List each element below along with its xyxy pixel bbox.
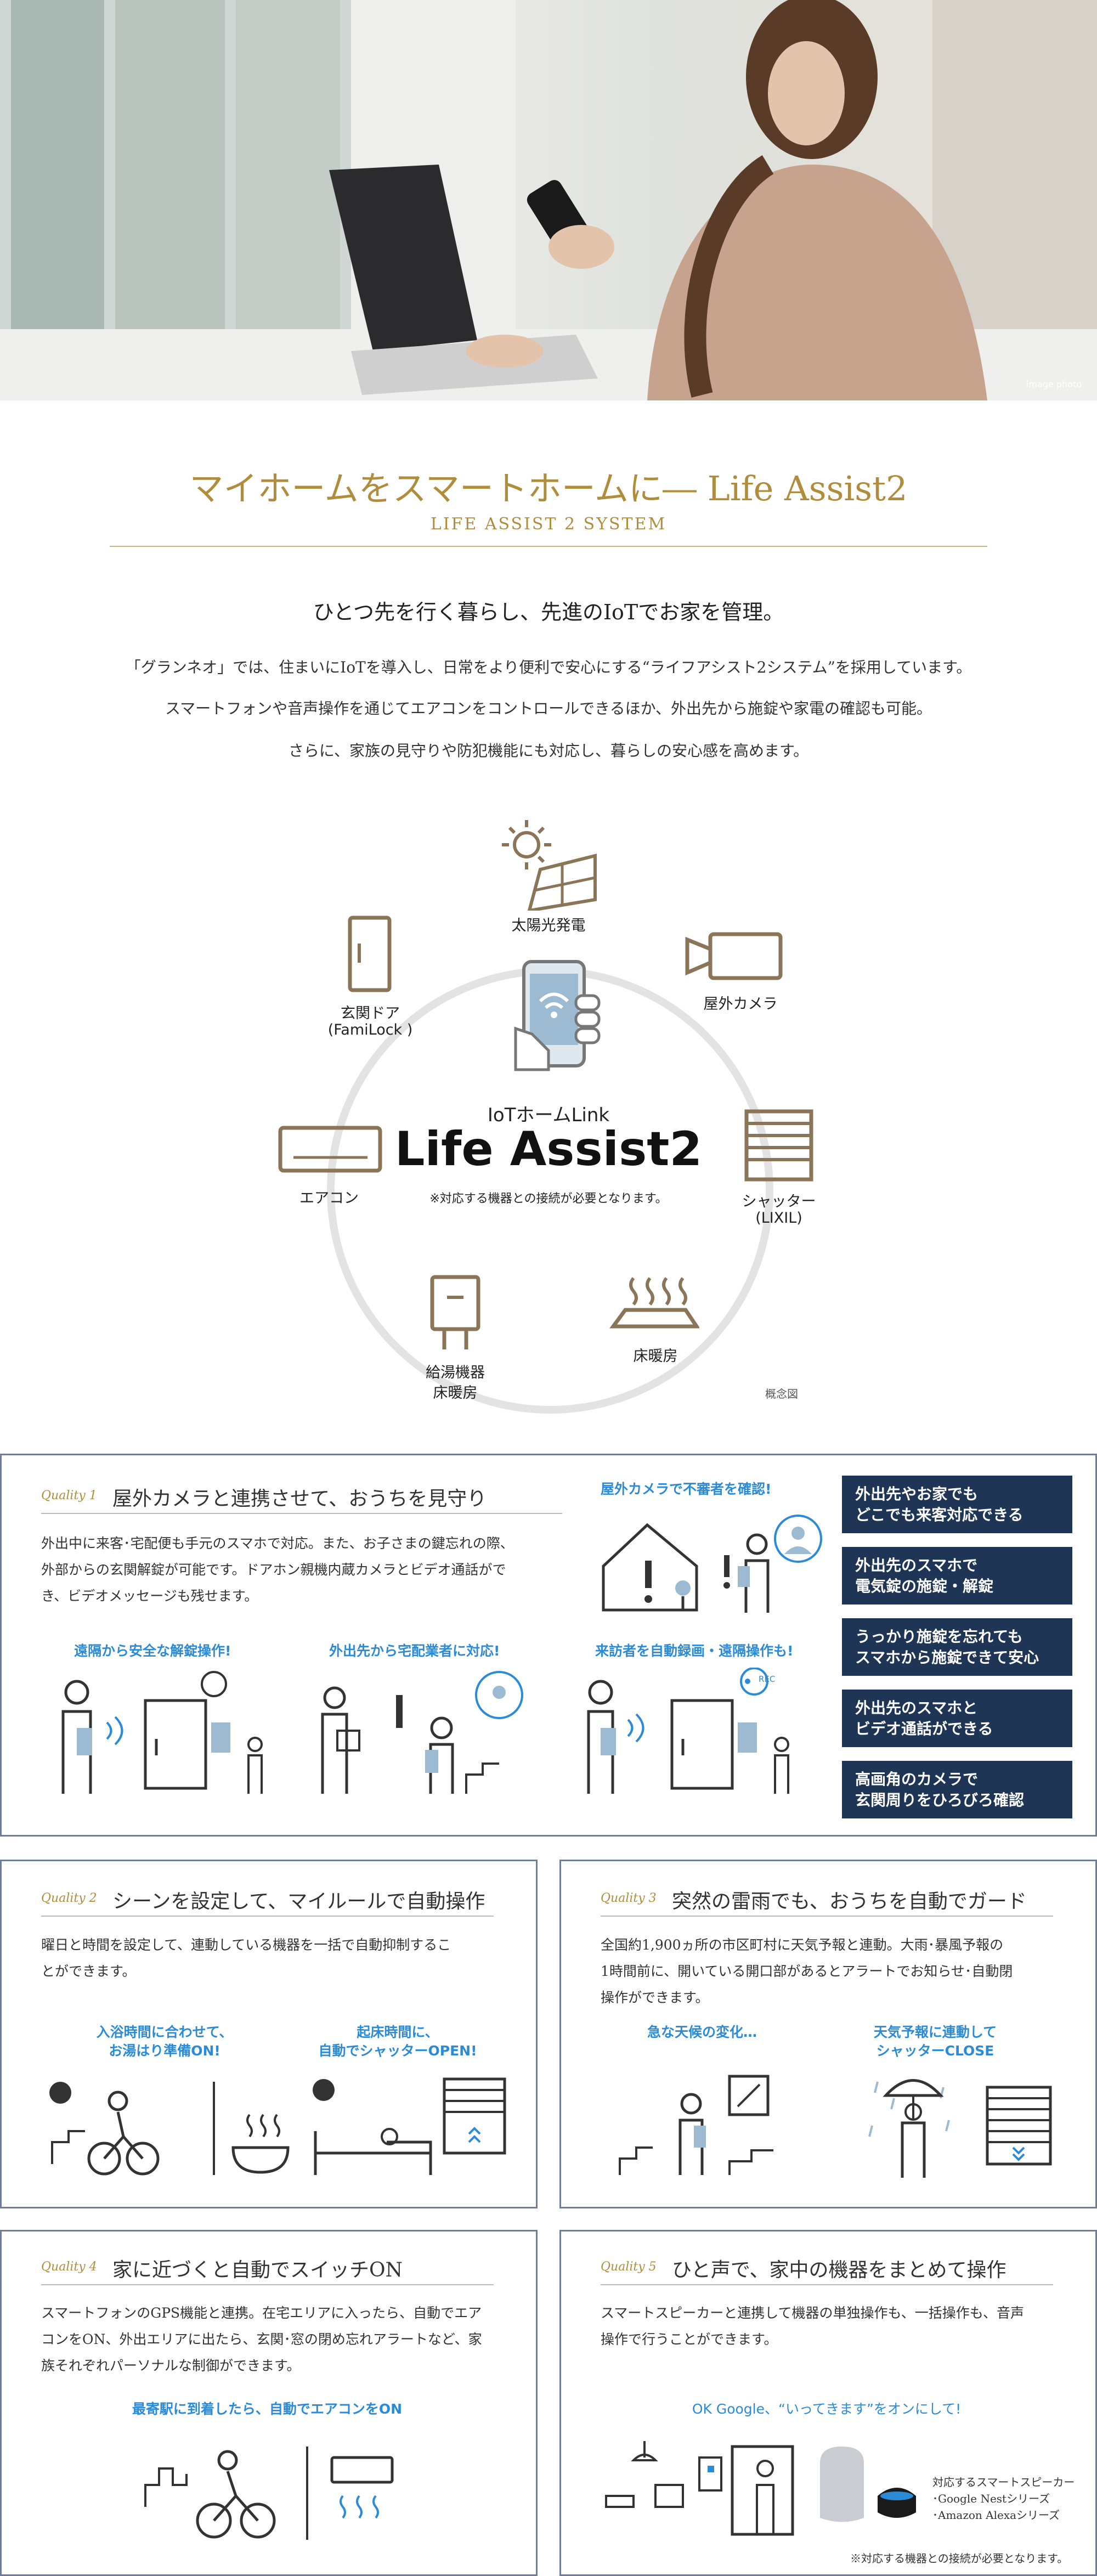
quality-1-body: 外出中に来客･宅配便も手元のスマホで対応。また、お子さまの鍵忘れの際、 <box>41 1535 514 1551</box>
diagram-center-title: Life Assist2 <box>394 1122 703 1177</box>
scene-caption: 遠隔から安全な解錠操作! <box>74 1643 231 1659</box>
quality-5-label: Quality 5 <box>601 2260 657 2274</box>
scene-caption: 天気予報に連動してシャッターCLOSE <box>873 2024 997 2059</box>
quality-5-body: スマートスピーカーと連携して機器の単独操作も、一括操作も、音声 <box>601 2305 1025 2321</box>
divider <box>41 1513 562 1514</box>
quality-3-body: 1時間前に、開いている開口部があるとアラートでお知らせ･自動閉 <box>601 1963 1013 1979</box>
intro-line: スマートフォンや音声操作を通じてエアコンをコントロールできるほか、外出先から施錠… <box>165 699 932 718</box>
quality-4-panel <box>0 2230 538 2576</box>
hero-caption: image photo <box>1026 379 1082 389</box>
floor-heating-label: 床暖房 <box>633 1348 678 1365</box>
gps-aircon-illustration <box>144 2447 394 2540</box>
feature-item: 外出先のスマホとビデオ通話ができる <box>842 1690 1072 1747</box>
iot-diagram: 太陽光発電 屋外カメラ 玄関ドア (FamiLock ) IoTホームLink … <box>0 795 1097 1426</box>
feature-item: うっかり施錠を忘れてもスマホから施錠できて安心 <box>842 1618 1072 1676</box>
camera-label: 屋外カメラ <box>703 996 778 1013</box>
diagram-center-label: IoTホームLink <box>487 1104 610 1126</box>
shutter-icon <box>744 1109 813 1182</box>
weather-illustration <box>619 2075 1052 2178</box>
quality-4-body: スマートフォンのGPS機能と連携。在宅エリアに入ったら、自動でエア <box>41 2305 482 2321</box>
camera-intruder-illustration <box>602 1515 822 1613</box>
door-label: 玄関ドア <box>341 1005 400 1022</box>
quality-3-body: 操作ができます。 <box>601 1990 709 2006</box>
quality-2-body: 曜日と時間を設定して、連動している機器を一括で自動抑制するこ <box>41 1937 451 1953</box>
intro-lead: ひとつ先を行く暮らし、先進のIoTでお家を管理。 <box>313 600 784 624</box>
quality-2-panel <box>0 1860 538 2208</box>
quality-2-body: とができます。 <box>41 1963 136 1979</box>
diagram-center-note: ※対応する機器との接続が必要となります。 <box>429 1192 668 1206</box>
quality-5-body: 操作で行うことができます。 <box>601 2331 778 2347</box>
quality-4-title: 家に近づくと自動でスイッチON <box>112 2259 403 2281</box>
intro-line: さらに、家族の見守りや防犯機能にも対応し、暮らしの安心感を高めます。 <box>288 742 809 760</box>
feature-item: 外出先のスマホで電気錠の施錠・解錠 <box>842 1547 1072 1605</box>
feature-item: 外出先やお家でもどこでも来客対応できる <box>842 1476 1072 1533</box>
scene-caption: 入浴時間に合わせて、お湯はり準備ON! <box>96 2024 233 2059</box>
feature-list: 外出先やお家でもどこでも来客対応できる 外出先のスマホで電気錠の施錠・解錠 うっ… <box>842 1476 1072 1821</box>
camera-caption: 屋外カメラで不審者を確認! <box>601 1481 772 1497</box>
quality-1-body: 外部からの玄関解錠が可能です。ドアホン親機内蔵カメラとビデオ通話がで <box>41 1562 506 1578</box>
shutter-label: シャッター <box>742 1193 816 1210</box>
quality-5-note: ※対応する機器との接続が必要となります。 <box>850 2552 1068 2565</box>
shutter-sublabel: (LIXIL) <box>755 1210 802 1227</box>
schedule-illustration <box>49 2077 506 2176</box>
quality-4-body: 族それぞれパーソナルな制御ができます。 <box>41 2358 301 2374</box>
camera-icon <box>685 932 783 980</box>
diagram-note: 概念図 <box>765 1387 798 1400</box>
page-subtitle: LIFE ASSIST 2 SYSTEM <box>430 515 667 534</box>
floor-heating-icon <box>609 1277 699 1329</box>
quality-3-label: Quality 3 <box>601 1891 657 1905</box>
aircon-icon <box>278 1126 382 1173</box>
smartphone-icon <box>514 960 601 1071</box>
scene-caption: 起床時間に、自動でシャッターOPEN! <box>318 2024 477 2059</box>
scene-caption: OK Google、“いってきます”をオンにして! <box>692 2401 962 2417</box>
delivery-response-illustration <box>321 1671 523 1794</box>
speaker-list: 対応するスマートスピーカー ･Google Nestシリーズ ･Amazon A… <box>932 2476 1075 2522</box>
solar-label: 太陽光発電 <box>511 917 586 934</box>
feature-item: 高画角のカメラで玄関周りをひろびろ確認 <box>842 1761 1072 1818</box>
quality-1-body: き、ビデオメッセージも残せます。 <box>41 1588 258 1604</box>
page-title: マイホームをスマートホームに― Life Assist2 <box>189 468 908 509</box>
scene-caption: 来訪者を自動録画・遠隔操作も! <box>595 1643 794 1659</box>
rec-label: REC <box>759 1674 776 1684</box>
quality-4-body: コンをON、外出エリアに出たら、玄関･窓の閉め忘れアラートなど、家 <box>41 2331 482 2347</box>
title-divider <box>110 546 987 547</box>
divider <box>41 1916 494 1917</box>
scene-caption: 外出先から宅配業者に対応! <box>329 1643 500 1659</box>
quality-3-title: 突然の雷雨でも、おうちを自動でガード <box>672 1890 1027 1913</box>
divider <box>601 2284 1053 2285</box>
scene-caption: 急な天候の変化… <box>647 2024 757 2040</box>
voice-control-illustration <box>605 2441 916 2536</box>
water-heater-sublabel: 床暖房 <box>433 1385 478 1402</box>
quality-2-title: シーンを設定して、マイルールで自動操作 <box>112 1890 485 1913</box>
water-heater-label: 給湯機器 <box>426 1364 485 1381</box>
intro-line: 「グランネオ」では、住まいにIoTを導入し、日常をより便利で安心にする“ライフア… <box>125 658 972 676</box>
aircon-label: エアコン <box>299 1190 359 1207</box>
remote-unlock-illustration <box>61 1671 263 1794</box>
quality-1-title: 屋外カメラと連携させて、おうちを見守り <box>112 1488 487 1510</box>
quality-1-label: Quality 1 <box>41 1489 97 1502</box>
water-heater-icon <box>430 1275 480 1349</box>
quality-3-body: 全国約1,900ヵ所の市区町村に天気予報と連動。大雨･暴風予報の <box>601 1937 1004 1953</box>
hero-photo: image photo <box>0 0 1097 400</box>
quality-4-label: Quality 4 <box>41 2260 97 2274</box>
divider <box>41 2284 494 2285</box>
solar-icon <box>502 820 597 911</box>
door-icon <box>348 916 392 992</box>
door-sublabel: (FamiLock ) <box>327 1021 413 1038</box>
scene-caption: 最寄駅に到着したら、自動でエアコンをON <box>132 2401 403 2417</box>
quality-3-panel <box>559 1860 1097 2208</box>
quality-5-title: ひと声で、家中の機器をまとめて操作 <box>672 2259 1006 2281</box>
quality-2-label: Quality 2 <box>41 1891 97 1905</box>
divider <box>601 1916 1053 1917</box>
auto-record-illustration <box>587 1668 789 1794</box>
